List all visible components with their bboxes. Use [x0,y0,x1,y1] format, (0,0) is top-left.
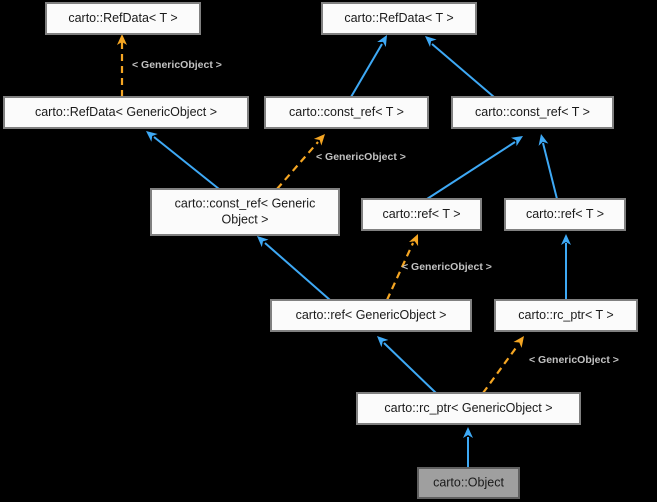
arrowhead-icon [538,134,549,146]
edge-label: < GenericObject > [529,354,619,366]
class-node-label: carto::RefData< T > [344,11,453,25]
inheritance-line [383,342,437,394]
class-node-rc-ptr-t[interactable]: carto::rc_ptr< T > [494,299,638,332]
edge-template-instantiation [385,234,419,301]
arrowhead-icon [377,336,389,348]
class-node-label: carto::rc_ptr< T > [518,308,613,322]
edge-inheritance [426,136,523,200]
class-node-ref-generic[interactable]: carto::ref< GenericObject > [270,299,472,332]
edge-labels-layer: < GenericObject > < GenericObject > < Gene… [132,59,619,366]
class-node-refdata-t-right[interactable]: carto::RefData< T > [321,2,477,35]
edge-inheritance [561,234,571,300]
edge-template-instantiation [117,34,127,97]
class-node-label: carto::Object [433,475,504,489]
class-node-label: carto::RefData< T > [68,11,177,25]
arrowhead-icon [257,236,269,248]
class-node-object[interactable]: carto::Object [417,467,520,499]
edges-layer [117,34,571,468]
edge-inheritance [463,427,473,468]
edge-inheritance [425,36,495,98]
edge-label: < GenericObject > [316,151,406,163]
class-node-box[interactable] [361,198,482,231]
class-node-box[interactable] [264,96,429,129]
class-node-refdata-generic[interactable]: carto::RefData< GenericObject > [3,96,249,129]
arrowhead-icon [511,136,523,147]
class-node-box[interactable] [494,299,638,332]
class-node-box[interactable] [45,2,201,35]
arrowhead-icon [561,234,571,245]
class-node-refdata-t-left[interactable]: carto::RefData< T > [45,2,201,35]
class-node-box[interactable] [321,2,477,35]
arrowhead-icon [513,336,524,348]
class-node-const-ref-generic[interactable]: carto::const_ref< GenericObject > [150,188,340,236]
class-node-label: carto::ref< T > [526,207,604,221]
arrowhead-icon [377,35,387,48]
inheritance-line [426,141,516,200]
class-node-ref-t-right[interactable]: carto::ref< T > [504,198,626,231]
class-node-box[interactable] [270,299,472,332]
arrowhead-icon [463,427,473,438]
template-instantiation-line [482,344,519,394]
class-node-const-ref-t-right[interactable]: carto::const_ref< T > [451,96,614,129]
edge-template-instantiation [276,134,325,190]
edge-inheritance [257,236,331,301]
inheritance-line [431,43,495,98]
arrowhead-icon [425,36,437,47]
class-node-label: Object > [222,212,269,226]
class-node-label: carto::rc_ptr< GenericObject > [384,401,552,415]
class-node-label: carto::RefData< GenericObject > [35,105,217,119]
edge-template-instantiation [482,336,524,394]
class-node-box[interactable] [504,198,626,231]
class-node-label: carto::const_ref< T > [475,105,590,119]
class-node-rc-ptr-generic[interactable]: carto::rc_ptr< GenericObject > [356,392,581,425]
class-node-box[interactable] [3,96,249,129]
class-node-label: carto::const_ref< Generic [175,196,316,210]
class-node-ref-t-left[interactable]: carto::ref< T > [361,198,482,231]
class-node-const-ref-t-left[interactable]: carto::const_ref< T > [264,96,429,129]
class-node-box[interactable] [417,467,520,499]
arrowhead-icon [146,131,158,142]
inheritance-line [542,142,558,200]
edge-label: < GenericObject > [132,59,222,71]
arrowhead-icon [408,234,419,247]
edge-inheritance [377,336,437,394]
class-node-box[interactable] [356,392,581,425]
nodes-layer: carto::RefData< T > carto::RefData< T >ca… [3,2,638,499]
edge-inheritance [146,131,220,190]
class-node-box[interactable] [451,96,614,129]
class-node-label: carto::ref< GenericObject > [296,308,447,322]
template-instantiation-line [385,242,415,301]
class-node-box[interactable] [150,188,340,236]
inheritance-line [264,242,331,301]
edge-label: < GenericObject > [402,261,492,273]
inheritance-line [153,136,220,190]
edge-inheritance [538,134,558,200]
edge-inheritance [350,35,387,98]
class-node-label: carto::ref< T > [382,207,460,221]
template-instantiation-line [276,141,319,190]
inheritance-line [350,43,383,98]
arrowhead-icon [313,134,325,146]
class-node-label: carto::const_ref< T > [289,105,404,119]
arrowhead-icon [117,34,127,45]
